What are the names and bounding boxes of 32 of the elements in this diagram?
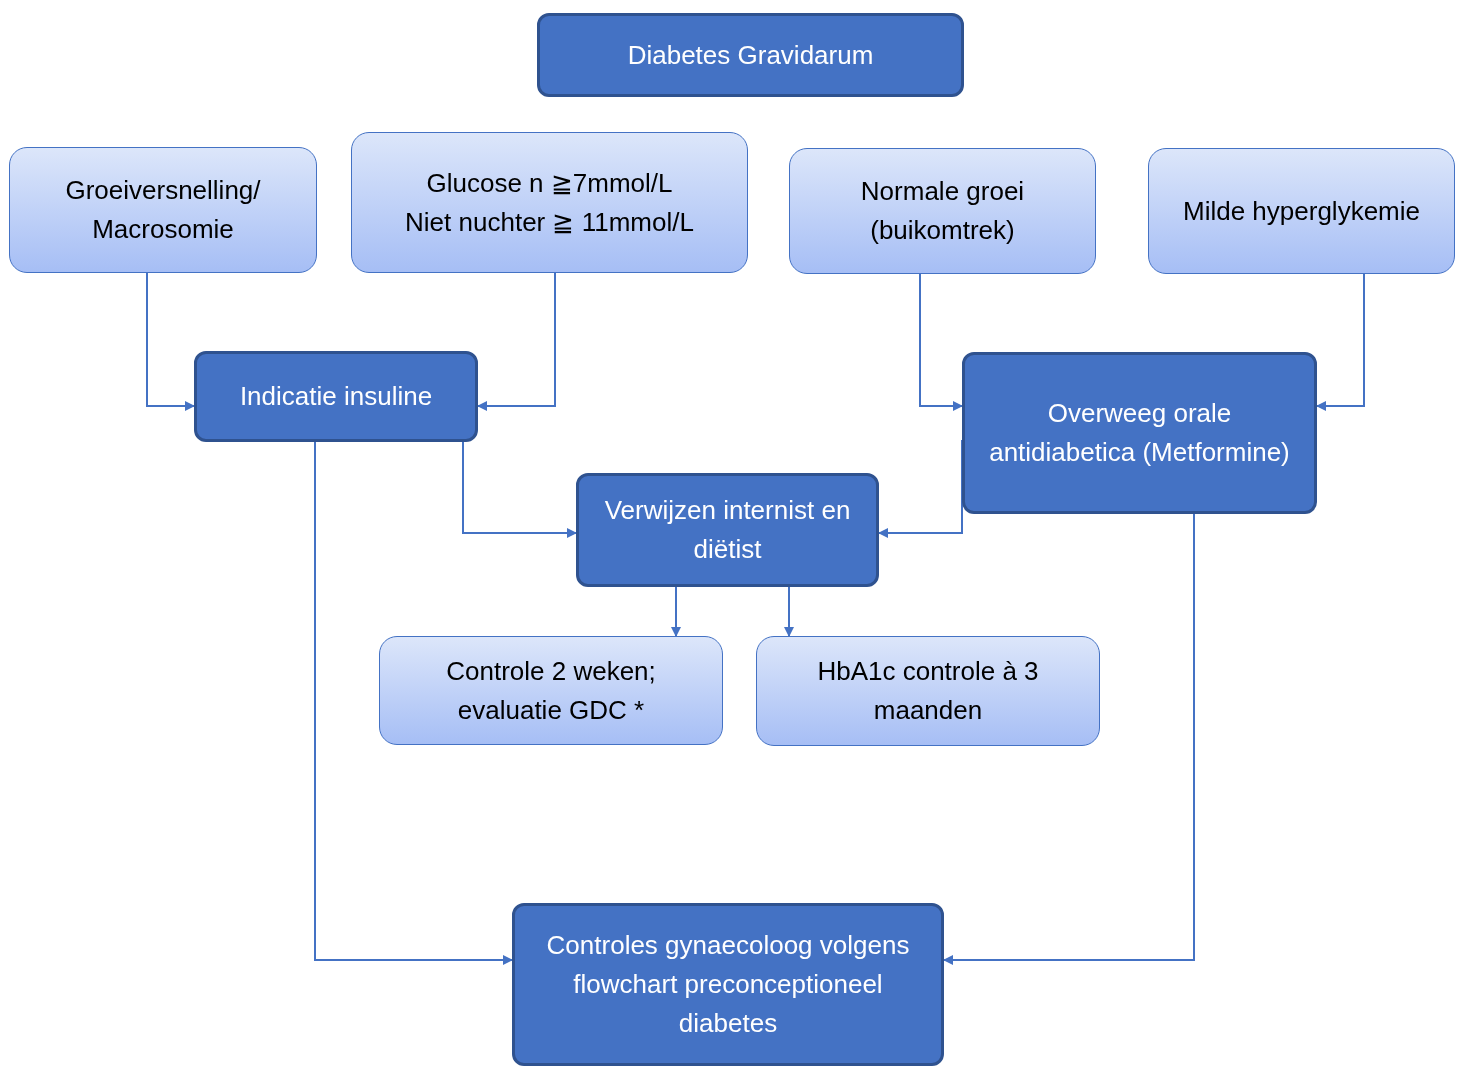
arrow bbox=[462, 441, 577, 538]
arrow bbox=[943, 513, 1195, 965]
condition-box bbox=[789, 148, 1096, 274]
condition-box bbox=[1148, 148, 1455, 274]
process-box bbox=[962, 352, 1317, 514]
box-text: Diabetes Gravidarum bbox=[627, 38, 874, 72]
condition-box bbox=[379, 636, 723, 745]
box-text: Controles gynaecoloog volgens flowchart preconceptioneel diabetes bbox=[545, 929, 911, 1040]
box-text: Controle 2 weken; evaluatie GDC * bbox=[445, 654, 657, 727]
process-box bbox=[537, 13, 964, 97]
box-text: Milde hyperglykemie bbox=[1183, 194, 1420, 228]
box-text: Glucose n ≧7mmol/L bbox=[426, 166, 673, 200]
arrow bbox=[314, 441, 513, 965]
process-box bbox=[512, 903, 944, 1066]
box-text: Verwijzen internist en diëtist bbox=[603, 494, 852, 566]
box-text: HbA1c controle à 3 maanden bbox=[816, 655, 1040, 727]
process-box bbox=[194, 351, 478, 442]
arrow bbox=[477, 272, 556, 411]
box-text: Normale groei (buikomtrek) bbox=[859, 175, 1026, 247]
arrow bbox=[1316, 273, 1365, 411]
box-text: Niet nuchter ≧ 11mmol/L bbox=[405, 205, 694, 239]
box-text: Overweeg orale antidiabetica (Metformine) bbox=[988, 397, 1291, 469]
box-text: Groeiversnelling/ Macrosomie bbox=[64, 174, 262, 246]
arrow bbox=[671, 586, 681, 637]
box-text: Indicatie insuline bbox=[239, 380, 433, 413]
condition-box bbox=[756, 636, 1100, 746]
condition-box bbox=[9, 147, 317, 273]
process-box bbox=[576, 473, 879, 587]
arrow bbox=[919, 273, 963, 411]
arrow bbox=[146, 272, 195, 411]
arrow bbox=[784, 586, 794, 637]
condition-box bbox=[351, 132, 748, 273]
